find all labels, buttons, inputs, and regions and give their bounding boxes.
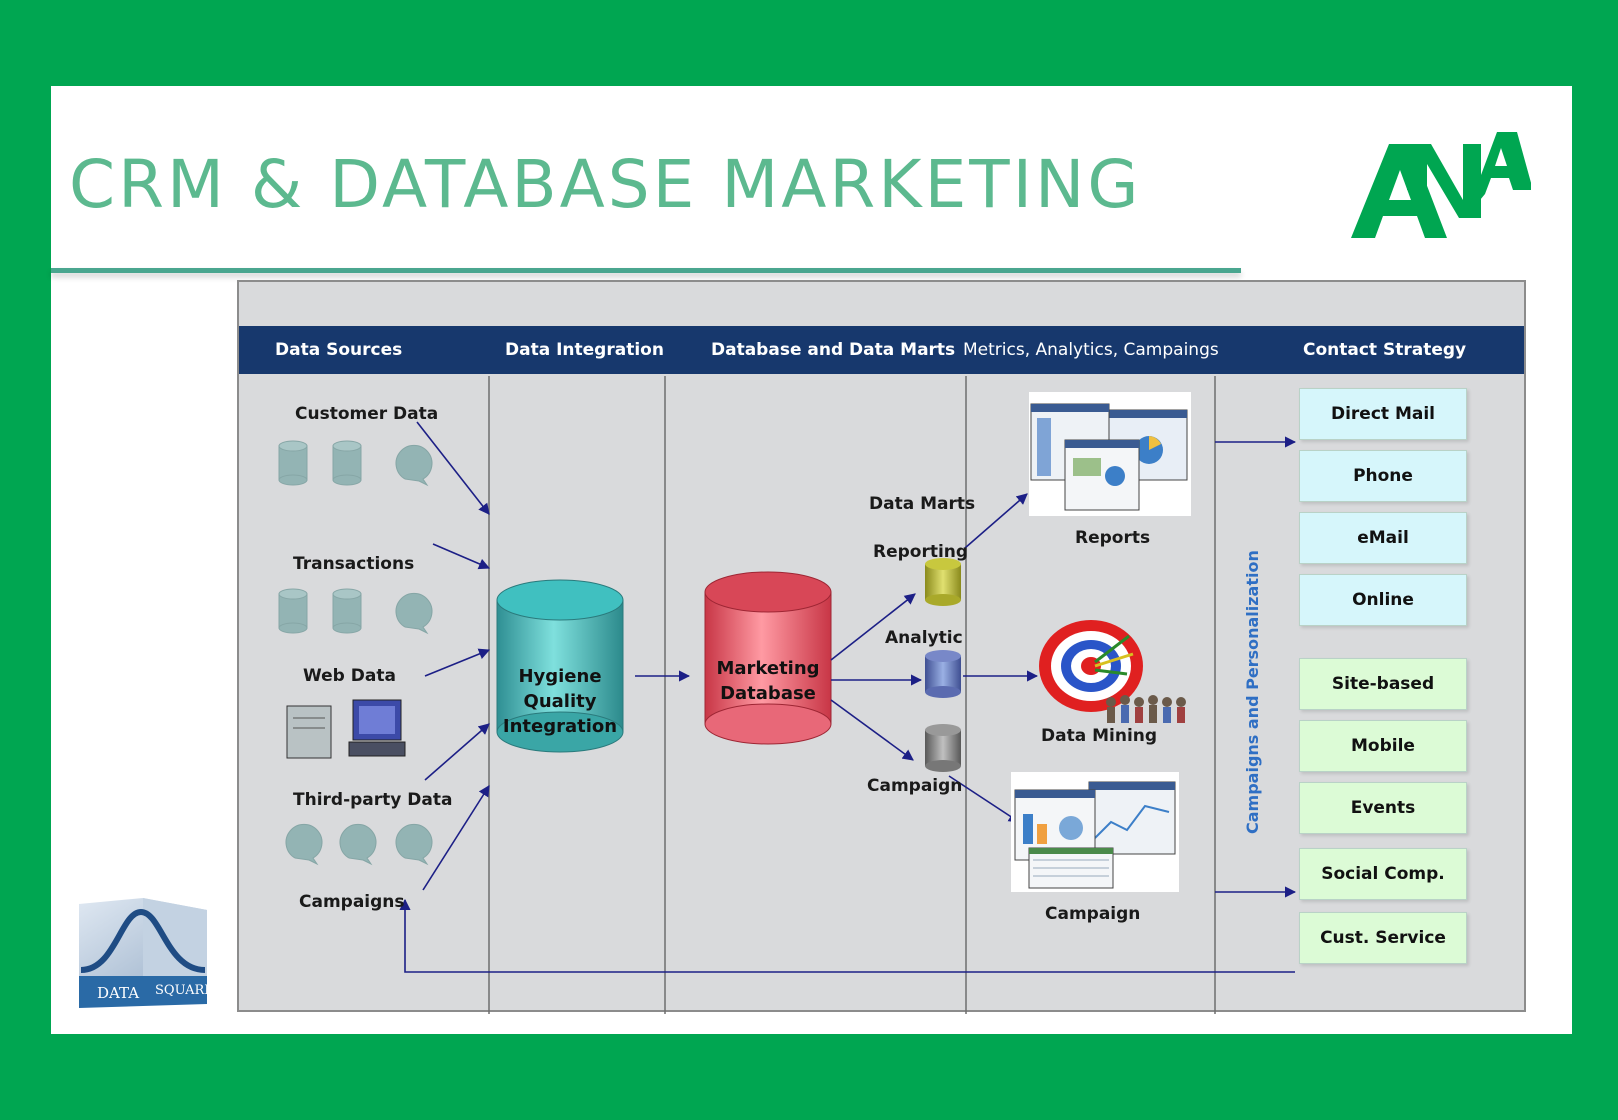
channel-mobile: Mobile bbox=[1299, 720, 1467, 772]
output-label-data-mining: Data Mining bbox=[1041, 726, 1158, 746]
title-underline bbox=[51, 268, 1241, 273]
channel-email: eMail bbox=[1299, 512, 1467, 564]
channel-phone: Phone bbox=[1299, 450, 1467, 502]
database-label: Marketing Database bbox=[716, 658, 820, 704]
header-bar bbox=[239, 326, 1524, 374]
header-metrics: Metrics, Analytics, Campaings bbox=[963, 340, 1219, 360]
crm-architecture-diagram: Data Sources Data Integration Database a… bbox=[237, 280, 1526, 1014]
mart-cylinder-reporting bbox=[925, 558, 961, 606]
transactions-icons bbox=[278, 588, 433, 635]
label-web-data: Web Data bbox=[303, 666, 396, 686]
label-transactions: Transactions bbox=[293, 554, 415, 574]
mart-label-analytic: Analytic bbox=[885, 628, 963, 648]
ana-logo bbox=[1351, 130, 1533, 244]
source-arrows bbox=[416, 421, 691, 891]
datasquare-logo: DATA SQUARE bbox=[75, 896, 214, 1020]
third-party-icons bbox=[285, 823, 433, 866]
web-data-icons bbox=[286, 699, 406, 759]
database-arrows bbox=[830, 593, 923, 761]
output-label-reports: Reports bbox=[1075, 528, 1151, 548]
slide-card: CRM & DATABASE MARKETING bbox=[51, 86, 1572, 1034]
label-third-party-data: Third-party Data bbox=[293, 790, 453, 810]
mart-cylinder-analytic bbox=[925, 650, 961, 698]
channel-events: Events bbox=[1299, 782, 1467, 834]
output-label-campaign: Campaign bbox=[1045, 904, 1141, 924]
channel-site-based: Site-based bbox=[1299, 658, 1467, 710]
header-contact-strategy: Contact Strategy bbox=[1303, 340, 1467, 360]
label-campaigns: Campaigns bbox=[299, 892, 405, 912]
integration-label: Hygiene Quality Integration bbox=[502, 666, 618, 737]
datasquare-text-left: DATA bbox=[97, 984, 139, 1002]
datasquare-text-right: SQUARE bbox=[155, 983, 210, 998]
reports-image bbox=[1029, 392, 1191, 516]
header-database: Database and Data Marts bbox=[711, 340, 956, 360]
data-marts-title: Data Marts bbox=[869, 494, 976, 514]
header-data-integration: Data Integration bbox=[505, 340, 664, 360]
channel-cust-service: Cust. Service bbox=[1299, 912, 1467, 964]
data-mining-image bbox=[1039, 620, 1186, 723]
channel-social-comp: Social Comp. bbox=[1299, 848, 1467, 900]
integration-cylinder bbox=[496, 579, 624, 753]
mart-label-reporting: Reporting bbox=[873, 542, 969, 562]
campaign-image bbox=[1011, 772, 1179, 892]
column-separators bbox=[488, 376, 1216, 1014]
ana-logo-mark bbox=[1351, 132, 1533, 238]
vertical-label-personalization: Campaigns and Personalization bbox=[1243, 550, 1262, 834]
marketing-database-cylinder bbox=[704, 571, 832, 745]
label-customer-data: Customer Data bbox=[295, 404, 439, 424]
customer-data-icons bbox=[278, 440, 433, 487]
contact-arrows bbox=[399, 436, 1297, 973]
channel-online: Online bbox=[1299, 574, 1467, 626]
mart-label-campaign: Campaign bbox=[867, 776, 963, 796]
diagram-graphics bbox=[278, 376, 1297, 1014]
mart-cylinder-campaign bbox=[925, 724, 961, 772]
page-title: CRM & DATABASE MARKETING bbox=[69, 146, 1142, 223]
mart-arrows bbox=[948, 493, 1039, 823]
header-data-sources: Data Sources bbox=[275, 340, 403, 360]
channel-direct-mail: Direct Mail bbox=[1299, 388, 1467, 440]
